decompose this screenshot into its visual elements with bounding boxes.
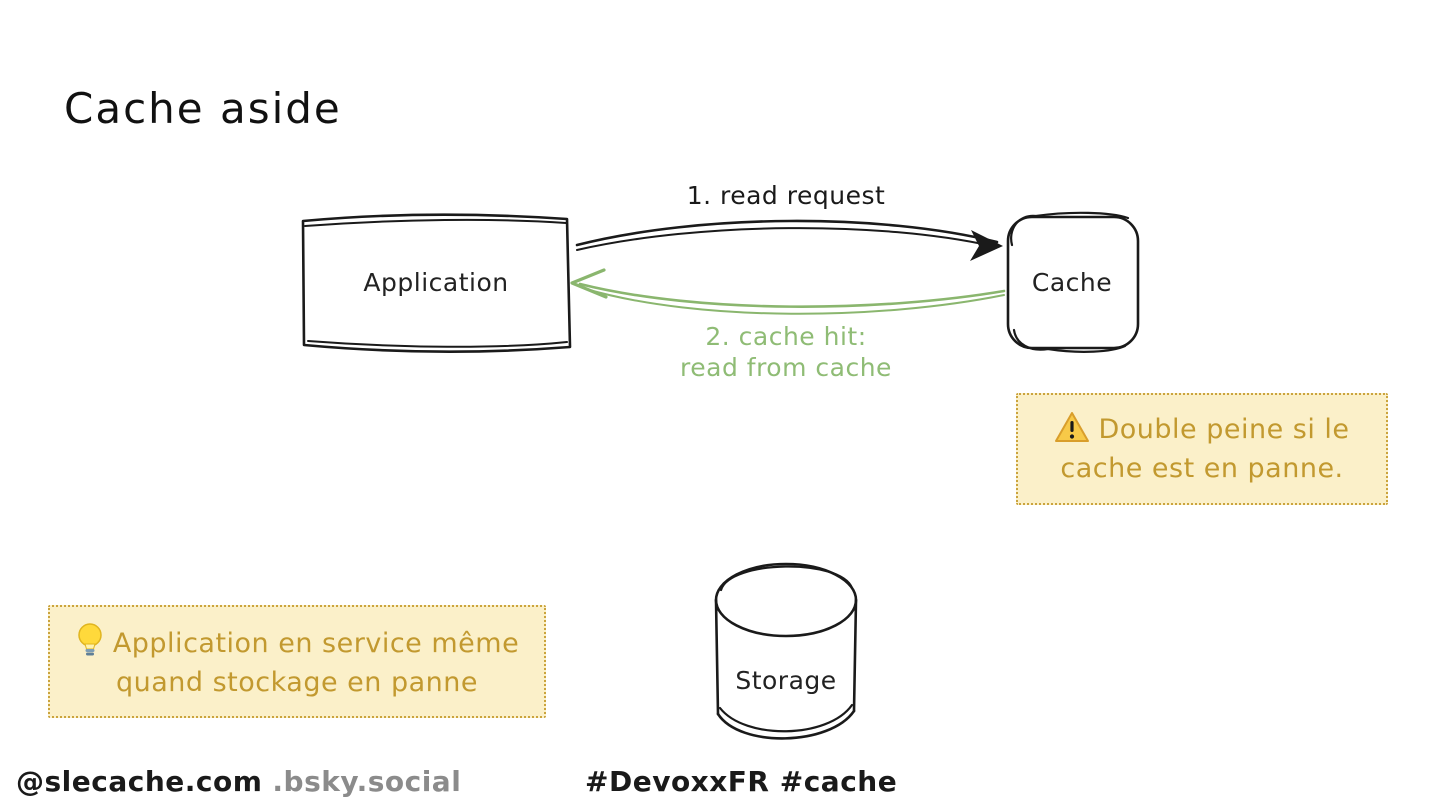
read-request-label: 1. read request [686,181,886,210]
footer-handle-primary: @slecache.com [16,765,263,798]
warning-note-line2: cache est en panne. [1060,453,1344,484]
footer-hashtags: #DevoxxFR #cache [585,765,898,798]
footer-handle: @slecache.com .bsky.social [16,765,461,798]
cache-hit-arrow [570,268,1006,315]
storage-label: Storage [735,665,837,695]
footer-handle-secondary: .bsky.social [272,765,462,798]
tip-note-line2: quand stockage en panne [115,666,478,698]
page-title: Cache aside [64,84,342,133]
cache-hit-label-line1: 2. cache hit: [705,322,867,351]
lightbulb-icon [75,622,105,658]
storage-cylinder [714,562,858,740]
warning-note-line1: Double peine si le [1098,414,1350,445]
cache-hit-label-line2: read from cache [680,353,892,382]
cache-label: Cache [1031,267,1113,297]
cache-hit-label: 2. cache hit: read from cache [616,321,956,383]
tip-note: Application en service même quand stocka… [48,605,546,718]
warning-icon [1054,411,1090,444]
application-label: Application [363,267,509,297]
warning-note: Double peine si le cache est en panne. [1016,393,1388,505]
read-request-arrow [575,219,1003,261]
tip-note-line1: Application en service même [112,627,520,659]
